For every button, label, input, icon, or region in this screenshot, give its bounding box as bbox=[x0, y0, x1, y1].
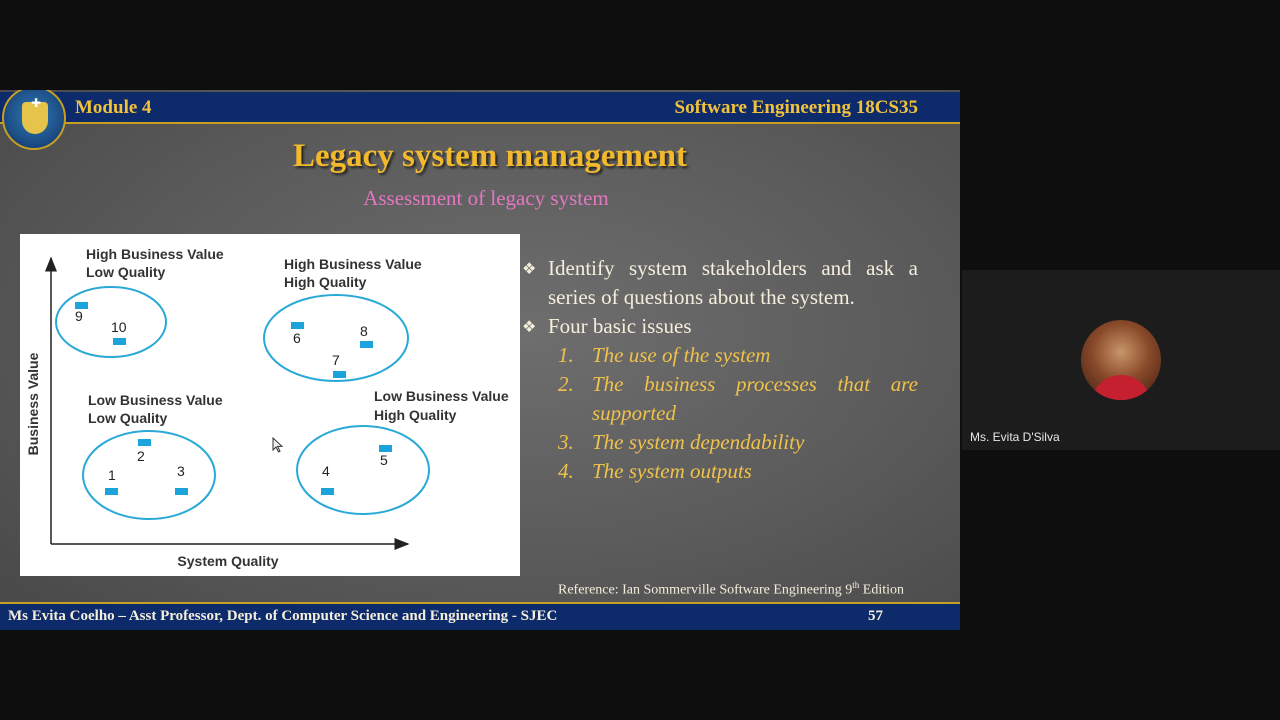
reference-prefix: Reference: Ian Sommerville Software Engi… bbox=[558, 582, 853, 598]
issue-number: 3. bbox=[558, 430, 574, 454]
quadrant-label-line1: High Business Value bbox=[284, 256, 422, 272]
system-group-ellipse bbox=[263, 294, 409, 382]
y-axis-label: Business Value bbox=[25, 352, 41, 455]
issue-item: 3. The system dependability bbox=[522, 428, 918, 457]
issue-number: 2. bbox=[558, 372, 574, 396]
bullet-text: Four basic issues bbox=[548, 314, 692, 338]
issues-list: 1. The use of the system 2. The business p… bbox=[522, 341, 918, 486]
participant-video-tile[interactable]: Ms. Evita D'Silva bbox=[962, 270, 1280, 450]
college-logo: ✚ bbox=[2, 90, 66, 150]
slide-footer-bar: Ms Evita Coelho – Asst Professor, Dept. … bbox=[0, 602, 960, 630]
presentation-slide: Module 4 Software Engineering 18CS35 ✚ L… bbox=[0, 90, 960, 630]
system-marker bbox=[113, 338, 126, 345]
quadrant-diagram: Business Value System Quality High Busin… bbox=[25, 246, 509, 569]
system-marker bbox=[105, 488, 118, 495]
quadrant-label-line1: Low Business Value bbox=[374, 388, 509, 404]
system-number: 1 bbox=[108, 467, 116, 483]
course-label: Software Engineering 18CS35 bbox=[674, 97, 918, 118]
bullet-item: ❖ Four basic issues bbox=[522, 312, 918, 341]
quadrant-high-value-low-quality: High Business Value Low Quality 9 10 bbox=[55, 246, 224, 358]
module-label: Module 4 bbox=[75, 97, 152, 118]
legacy-assessment-figure: Business Value System Quality High Busin… bbox=[20, 234, 520, 576]
issue-item: 2. The business processes that are suppor… bbox=[522, 370, 918, 428]
system-group-ellipse bbox=[296, 425, 430, 515]
reference-sup: th bbox=[852, 580, 860, 590]
quadrant-label-line2: Low Quality bbox=[88, 410, 168, 426]
issue-item: 1. The use of the system bbox=[522, 341, 918, 370]
participant-avatar bbox=[1081, 320, 1161, 400]
issue-number: 1. bbox=[558, 343, 574, 367]
x-axis-label: System Quality bbox=[177, 553, 278, 569]
shield-icon bbox=[22, 102, 48, 134]
system-marker bbox=[360, 341, 373, 348]
quadrant-high-value-high-quality: High Business Value High Quality 6 8 7 bbox=[263, 256, 422, 382]
slide-subtitle: Assessment of legacy system bbox=[363, 186, 609, 210]
system-marker bbox=[138, 439, 151, 446]
issue-text: The use of the system bbox=[592, 343, 771, 367]
slide-header-bar: Module 4 Software Engineering 18CS35 bbox=[0, 92, 960, 124]
issue-text: The system outputs bbox=[592, 459, 752, 483]
bullet-text: Identify system stakeholders and ask a s… bbox=[548, 256, 918, 309]
system-number: 2 bbox=[137, 448, 145, 464]
mouse-pointer-icon bbox=[272, 437, 284, 453]
diamond-bullet-icon: ❖ bbox=[522, 259, 537, 278]
reference-suffix: Edition bbox=[859, 582, 905, 598]
system-number: 4 bbox=[322, 463, 330, 479]
system-number: 9 bbox=[75, 308, 83, 324]
cross-icon: ✚ bbox=[31, 96, 42, 110]
page-number: 57 bbox=[868, 608, 883, 624]
issue-text: The business processes that are supporte… bbox=[592, 372, 918, 425]
bullet-item: ❖ Identify system stakeholders and ask a… bbox=[522, 254, 918, 312]
issue-item: 4. The system outputs bbox=[522, 457, 918, 486]
participant-name: Ms. Evita D'Silva bbox=[970, 430, 1060, 444]
reference-note: Reference: Ian Sommerville Software Engi… bbox=[558, 580, 904, 599]
quadrant-label-line2: High Quality bbox=[284, 274, 367, 290]
system-number: 6 bbox=[293, 330, 301, 346]
system-marker bbox=[321, 488, 334, 495]
slide-bullets: ❖ Identify system stakeholders and ask a… bbox=[522, 254, 918, 486]
quadrant-low-value-high-quality: Low Business Value High Quality 5 4 bbox=[296, 388, 509, 515]
quadrant-label-line2: Low Quality bbox=[86, 264, 166, 280]
system-marker bbox=[291, 322, 304, 329]
system-number: 3 bbox=[177, 463, 185, 479]
issue-text: The system dependability bbox=[592, 430, 805, 454]
system-marker bbox=[75, 302, 88, 309]
system-number: 8 bbox=[360, 323, 368, 339]
quadrant-label-line1: Low Business Value bbox=[88, 392, 223, 408]
system-number: 7 bbox=[332, 352, 340, 368]
system-number: 10 bbox=[111, 319, 127, 335]
quadrant-label-line2: High Quality bbox=[374, 407, 457, 423]
diamond-bullet-icon: ❖ bbox=[522, 317, 537, 336]
system-marker bbox=[333, 371, 346, 378]
quadrant-label-line1: High Business Value bbox=[86, 246, 224, 262]
system-marker bbox=[379, 445, 392, 452]
footer-text: Ms Evita Coelho – Asst Professor, Dept. … bbox=[8, 608, 558, 624]
system-number: 5 bbox=[380, 452, 388, 468]
slide-title: Legacy system management bbox=[292, 138, 688, 174]
system-marker bbox=[175, 488, 188, 495]
quadrant-low-value-low-quality: Low Business Value Low Quality 2 1 3 bbox=[82, 392, 223, 520]
system-group-ellipse bbox=[82, 430, 216, 520]
issue-number: 4. bbox=[558, 459, 574, 483]
system-group-ellipse bbox=[55, 286, 167, 358]
avatar-clothing bbox=[1091, 375, 1151, 400]
